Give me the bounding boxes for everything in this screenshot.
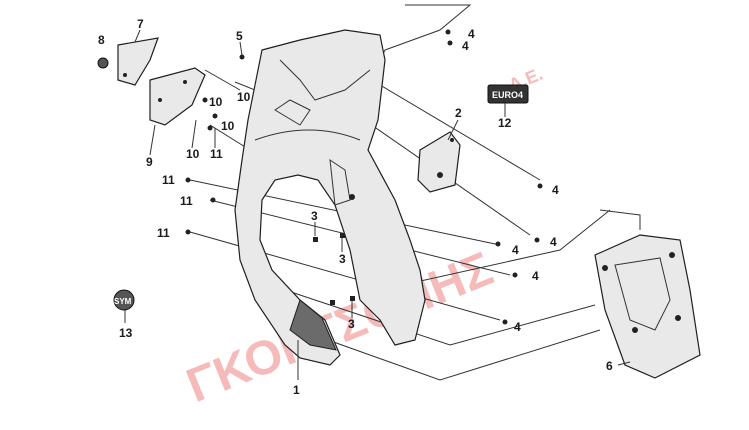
bracket-part <box>417 131 461 193</box>
front-shield-part <box>234 29 426 366</box>
callout-9: 9 <box>146 155 153 169</box>
callout-3b: 3 <box>339 252 346 266</box>
callout-labels: 1 2 3 3 3 4 4 4 4 4 4 4 6 7 8 9 10 10 10… <box>98 17 613 397</box>
callout-4d: 4 <box>550 235 557 249</box>
callout-4c: 4 <box>552 183 559 197</box>
sym-label: SYM <box>114 297 132 306</box>
watermark-text: ΓΚΟΡΤΣΟΠΗΣ <box>180 242 501 413</box>
screws <box>185 29 543 325</box>
callout-2: 2 <box>455 106 462 120</box>
cover-9-part <box>149 67 206 126</box>
callout-12: 12 <box>498 116 512 130</box>
callout-10d: 10 <box>186 147 200 161</box>
callout-11a: 11 <box>210 147 223 161</box>
callout-13: 13 <box>119 326 133 340</box>
callout-4f: 4 <box>532 269 539 283</box>
callout-11d: 11 <box>157 226 170 240</box>
sym-badge: SYM <box>113 289 135 311</box>
callout-10a: 10 <box>237 90 251 104</box>
callout-1: 1 <box>293 383 300 397</box>
callout-7: 7 <box>137 17 144 31</box>
callout-4e: 4 <box>512 243 519 257</box>
callout-8: 8 <box>98 33 105 47</box>
callout-11b: 11 <box>162 173 175 187</box>
cover-7-part <box>117 37 159 86</box>
callout-10c: 10 <box>221 119 235 133</box>
euro4-badge: EURO4 <box>487 84 529 104</box>
euro4-label: EURO4 <box>492 90 523 100</box>
callout-3c: 3 <box>348 317 355 331</box>
callout-11c: 11 <box>180 194 193 208</box>
callout-5: 5 <box>236 29 243 43</box>
callout-4a: 4 <box>468 27 475 41</box>
callout-4b: 4 <box>462 39 469 53</box>
inner-panel-part <box>594 234 701 379</box>
callout-4g: 4 <box>514 320 521 334</box>
leader-lines <box>124 29 631 380</box>
callout-3a: 3 <box>311 209 318 223</box>
callout-6: 6 <box>606 359 613 373</box>
nut-8-icon <box>97 57 109 69</box>
callout-10b: 10 <box>209 95 223 109</box>
